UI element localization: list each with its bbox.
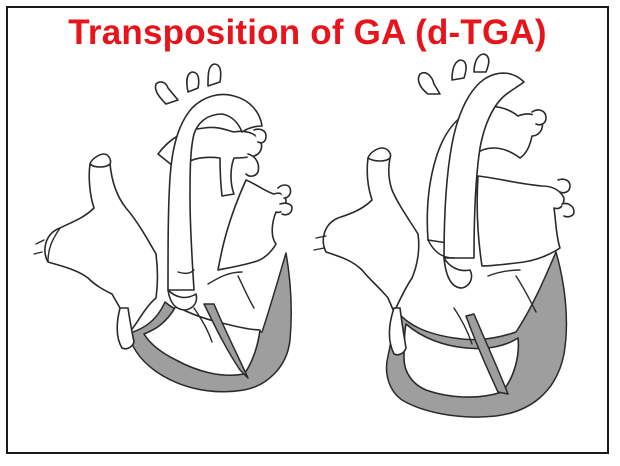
heart-diagrams xyxy=(8,8,611,456)
left-right-atrium xyxy=(45,164,158,334)
right-right-atrium xyxy=(323,158,418,312)
right-heart-illustration xyxy=(314,54,574,417)
right-superior-vena-cava xyxy=(368,148,391,161)
right-left-atrium xyxy=(477,176,564,266)
left-superior-vena-cava xyxy=(90,154,111,167)
slide-frame: Transposition of GA (d-TGA) xyxy=(6,6,609,454)
left-heart-illustration xyxy=(34,64,292,392)
